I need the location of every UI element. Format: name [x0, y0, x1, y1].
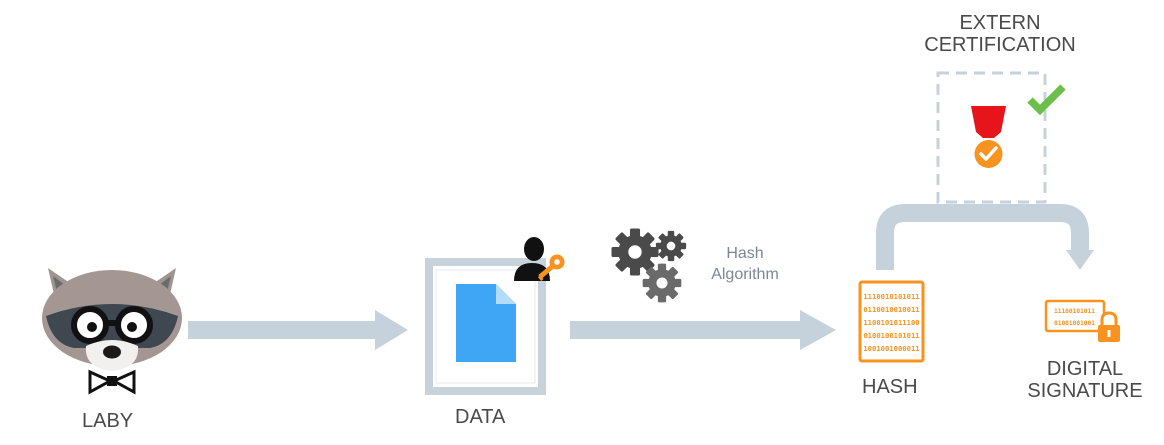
checkmark-icon	[1027, 84, 1066, 116]
hash-algorithm-line1: Hash	[726, 245, 764, 262]
digital-signature-line2: SIGNATURE	[1027, 380, 1143, 402]
signature-binary-line: 01001001001	[1054, 320, 1095, 327]
digital-signature-line1: DIGITAL	[1046, 358, 1124, 380]
binary-document-icon: 1110010101011 0110010010011 110010101110…	[858, 280, 925, 363]
medal-icon	[971, 106, 1006, 168]
document-icon	[456, 284, 516, 362]
locked-binary-card-icon: 11100101011 01001001001	[1044, 299, 1120, 342]
arrow-laby-to-data	[188, 310, 408, 350]
hash-algorithm-line2: Algorithm	[711, 266, 779, 283]
laby-label: LABY	[82, 410, 134, 432]
signature-binary-line: 11100101011	[1054, 308, 1095, 315]
data-label: DATA	[455, 406, 506, 428]
hash-binary-line: 0100100101011	[863, 331, 919, 340]
gears-icon	[611, 228, 687, 303]
hash-label: HASH	[862, 376, 918, 398]
extern-certification-line2: CERTIFICATION	[924, 34, 1076, 56]
hash-algorithm-label: Hash Algorithm	[690, 243, 800, 285]
hash-binary-line: 1110010101011	[863, 292, 919, 301]
user-key-icon	[514, 237, 565, 281]
hash-binary-line: 1001001000011	[863, 344, 919, 353]
extern-certification-box	[936, 71, 1047, 204]
digital-signature-label: DIGITAL SIGNATURE	[1010, 358, 1160, 402]
hash-binary-line: 0110010010011	[863, 305, 919, 314]
raccoon-mascot-icon	[42, 268, 182, 395]
hash-binary-line: 1100101011100	[863, 318, 919, 327]
extern-certification-label: EXTERN CERTIFICATION	[915, 12, 1085, 56]
arrow-hash-to-signature	[876, 204, 1094, 270]
extern-certification-line1: EXTERN	[959, 12, 1041, 34]
arrow-data-to-hash	[570, 310, 836, 350]
